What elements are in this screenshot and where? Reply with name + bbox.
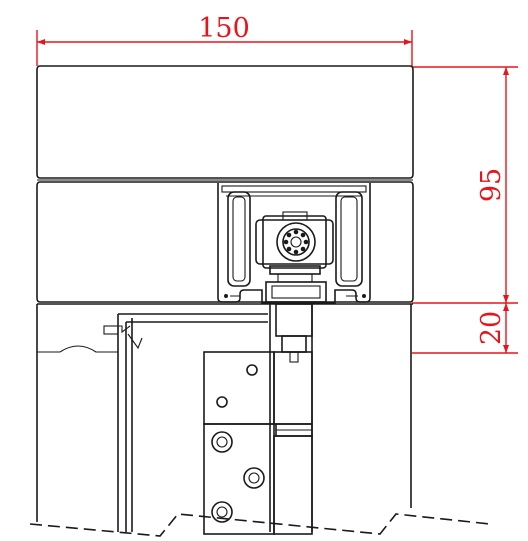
- hinge-plate-lower: [203, 423, 275, 535]
- lower-wall: [36, 303, 413, 522]
- hinge-knuckle: [273, 351, 313, 535]
- width-dimension: 150: [36, 13, 413, 66]
- height-label: 95: [476, 168, 507, 202]
- break-line: [29, 513, 491, 537]
- roller-carriage: [255, 211, 334, 303]
- bearing-balls: [283, 229, 309, 255]
- hanger-bolt: [269, 303, 313, 532]
- gap-label: 20: [476, 311, 507, 345]
- track-profile: [217, 183, 371, 304]
- hinge-plate-upper: [203, 351, 275, 425]
- width-label: 150: [198, 13, 250, 44]
- door-panel: [103, 313, 268, 532]
- height-dimension: 95 20: [412, 66, 518, 354]
- ceiling-block: [36, 65, 414, 303]
